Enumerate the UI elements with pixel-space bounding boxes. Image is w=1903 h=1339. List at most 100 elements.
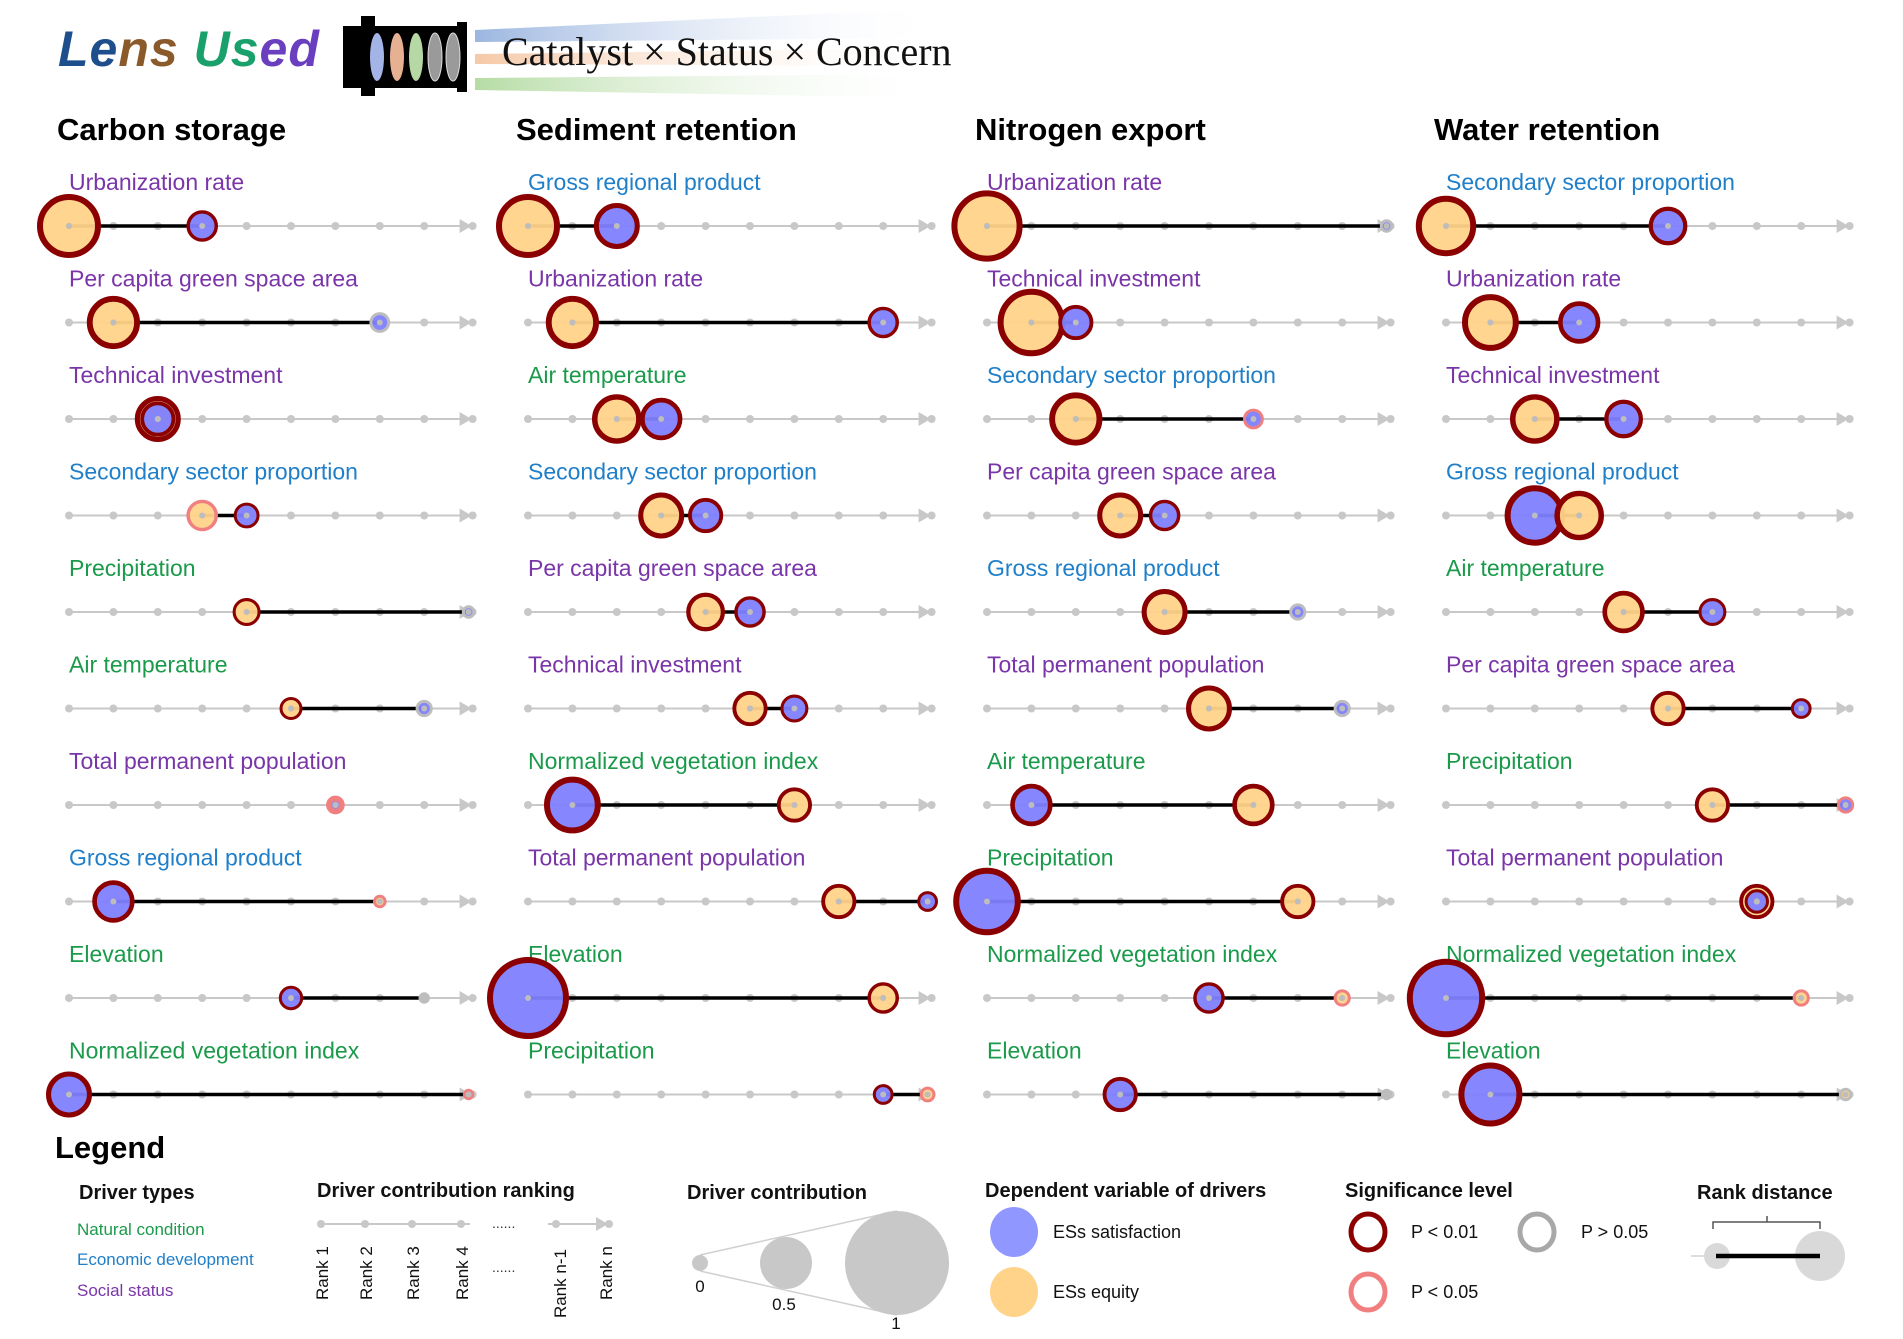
rank-tick [1442, 897, 1450, 906]
rank-tick [1708, 511, 1717, 520]
rank-tick [524, 415, 532, 423]
rank-tick [198, 608, 207, 616]
lens-word-part: ns [118, 21, 194, 77]
driver-label: Urbanization rate [1446, 266, 1621, 292]
legend-driver-types-heading: Driver types [79, 1182, 195, 1204]
rank-tick [879, 222, 888, 230]
rank-tick [420, 511, 429, 520]
rank-tick [153, 801, 162, 809]
axis-arrow-icon [459, 508, 472, 523]
driver-label: Total permanent population [987, 652, 1264, 678]
rank-tick [1386, 801, 1395, 809]
panel-title-carbon-storage: Carbon storage [57, 112, 287, 147]
light-beam-decoration [475, 8, 945, 98]
bubble-center-dot [1842, 802, 1849, 808]
legend-significance-heading: Significance level [1345, 1180, 1513, 1202]
bubble-center-dot [1072, 319, 1079, 326]
rank-tick [1619, 511, 1628, 520]
bubble-center-dot [1798, 995, 1805, 1001]
bubble-center-dot [1576, 319, 1583, 326]
rank-tick [109, 511, 118, 520]
rank-tick [1442, 415, 1450, 423]
legend-rank-label: Rank n [597, 1246, 616, 1300]
axis-arrow-icon [1377, 315, 1390, 330]
driver-label: Gross regional product [528, 169, 761, 195]
bubble-center-dot [791, 802, 798, 808]
rank-tick [612, 1090, 621, 1099]
rank-tick [790, 222, 799, 230]
rank-tick [1160, 318, 1169, 327]
rank-tick [746, 897, 754, 906]
rank-tick [65, 801, 73, 809]
driver-label: Technical investment [528, 652, 742, 678]
rank-tick [1071, 994, 1080, 1002]
legend-rank-tick [457, 1220, 465, 1228]
bubble-center-dot [1709, 802, 1716, 808]
bubble-center-dot [658, 512, 665, 519]
bubble-center-dot [66, 223, 72, 229]
rank-tick [834, 415, 843, 423]
legend-rank-tick [361, 1220, 369, 1228]
rank-tick [1205, 511, 1213, 520]
rank-tick [242, 994, 251, 1002]
driver-label: Air temperature [987, 748, 1146, 774]
driver-label: Per capita green space area [987, 459, 1276, 485]
rank-tick [468, 801, 477, 809]
panel-title-sediment-retention: Sediment retention [516, 112, 797, 147]
rank-tick [287, 222, 295, 230]
axis-arrow-icon [1377, 991, 1390, 1005]
axis-arrow-icon [1377, 412, 1390, 426]
rank-tick [331, 511, 340, 520]
rank-tick [879, 415, 888, 423]
rank-tick [1486, 415, 1495, 423]
bubble-center-dot [199, 223, 206, 229]
rank-tick [657, 222, 666, 230]
driver-label: Air temperature [528, 362, 687, 388]
rank-tick [1293, 318, 1302, 327]
bubble-center-dot [154, 416, 161, 422]
driver-label: Technical investment [1446, 362, 1660, 388]
axis-arrow-icon [918, 798, 931, 812]
driver-label: Air temperature [69, 652, 228, 678]
legend-contribution-circle [845, 1211, 949, 1315]
rank-tick [1116, 994, 1125, 1002]
bubble-center-dot [421, 995, 428, 1001]
driver-label: Total permanent population [1446, 845, 1723, 871]
rank-tick [1338, 897, 1347, 906]
legend-contribution-circle [692, 1255, 708, 1271]
rank-tick [1752, 318, 1761, 327]
axis-arrow-icon [459, 315, 472, 330]
bubble-center-dot [835, 898, 842, 905]
driver-label: Normalized vegetation index [528, 748, 819, 774]
axis-arrow-icon [1377, 798, 1390, 812]
rank-tick [790, 608, 799, 616]
axis-arrow-icon [1836, 508, 1849, 523]
rank-tick [153, 704, 162, 713]
rank-tick [468, 897, 477, 906]
rank-tick [879, 511, 888, 520]
rank-tick [1664, 511, 1672, 520]
rank-tick [983, 318, 991, 327]
rank-tick [1293, 511, 1302, 520]
rank-tick [701, 1090, 710, 1099]
axis-arrow-icon [918, 605, 931, 619]
axis-arrow-icon [459, 894, 472, 909]
rank-tick [612, 897, 621, 906]
rank-tick [1386, 318, 1395, 327]
rank-tick [1027, 1090, 1036, 1099]
rank-tick [109, 801, 118, 809]
rank-tick [568, 897, 577, 906]
rank-tick [1530, 897, 1539, 906]
rank-tick [879, 704, 888, 713]
rank-tick [1338, 415, 1347, 423]
rank-tick [1619, 897, 1628, 906]
bubble-center-dot [880, 1091, 887, 1098]
rank-tick [657, 897, 666, 906]
bubble-center-dot [880, 995, 887, 1001]
rank-tick [1845, 608, 1854, 616]
rank-tick [1619, 318, 1628, 327]
rank-tick [1575, 897, 1584, 906]
bubble-center-dot [525, 995, 531, 1001]
axis-arrow-icon [1836, 894, 1849, 909]
bubble-center-dot [243, 609, 250, 615]
